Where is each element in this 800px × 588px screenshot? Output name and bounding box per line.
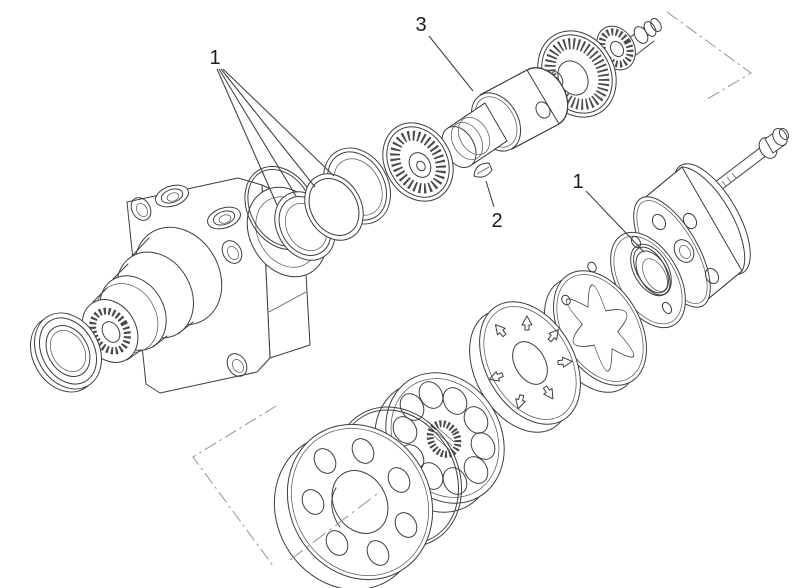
woodruff-key [473,162,493,178]
mounting-hole [130,197,248,377]
phantom-boundary-top-right [666,11,752,102]
thrust-bearing [382,122,454,202]
drive-link [441,67,569,168]
input-shaft [625,18,662,56]
phantom-boundary-bottom-left [192,405,277,568]
callout-3-drive-link: 3 [415,14,474,92]
leader-line [585,190,645,253]
dust-seal [30,312,102,393]
leader-line [216,68,335,206]
port-boss [155,184,241,230]
callout-label[interactable]: 1 [572,171,583,193]
callout-1-o-ring: 1 [572,171,645,253]
valve-plate [469,301,581,433]
leader-line [428,35,474,92]
o-ring-seal [630,243,672,297]
shaft-hub [81,226,223,363]
cap-screw [714,127,790,191]
axis-centerline [289,493,378,561]
stator-ring [544,261,647,393]
shaft-seal-kit [244,165,364,261]
callout-label[interactable]: 1 [209,47,220,69]
callout-label[interactable]: 2 [491,210,502,232]
leader-line [485,180,495,208]
end-cap [633,163,751,310]
callout-2-key: 2 [485,180,503,232]
callout-label[interactable]: 3 [415,14,426,36]
callout-1-seal-kit: 1 [209,47,335,206]
